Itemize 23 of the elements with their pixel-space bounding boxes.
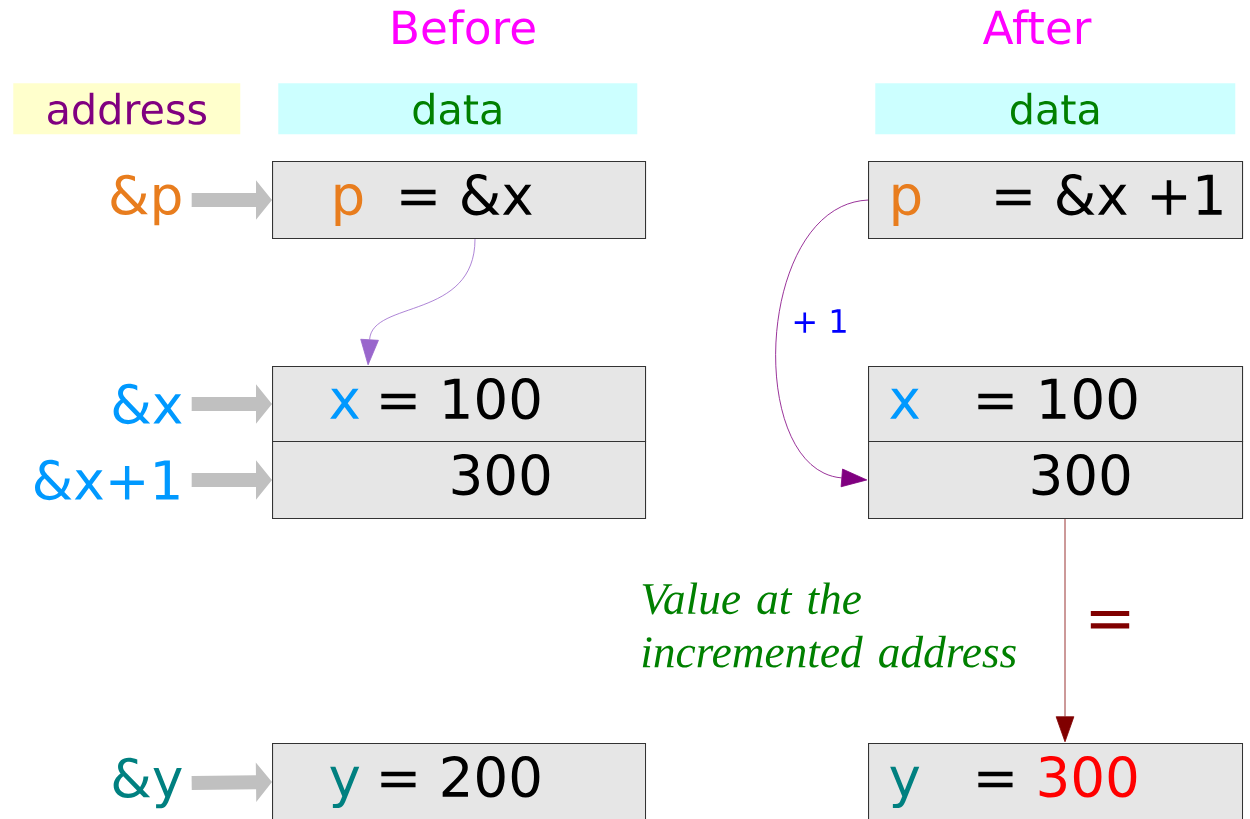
column-heading: Before bbox=[393, 9, 535, 45]
memory-cell: y = 200 bbox=[272, 743, 647, 819]
pointer-arrow bbox=[1055, 518, 1075, 743]
address-label: &x bbox=[113, 383, 182, 425]
edge-label: + 1 bbox=[790, 308, 850, 334]
memory-cell: 300 bbox=[868, 441, 1244, 520]
header-band: data bbox=[278, 83, 638, 135]
header-band: address bbox=[13, 83, 241, 135]
address-label: &p bbox=[111, 174, 181, 226]
memory-cell: p = &x bbox=[272, 161, 647, 240]
edge-label: = bbox=[1083, 609, 1138, 641]
pointer-arrow bbox=[360, 238, 476, 366]
memory-cell: 300 bbox=[272, 441, 647, 520]
memory-cell: x = 100 bbox=[272, 366, 647, 443]
pointer-arrow bbox=[775, 199, 869, 488]
address-label: &y bbox=[113, 757, 182, 809]
memory-cell: x = 100 bbox=[868, 366, 1244, 443]
header-band: data bbox=[875, 83, 1236, 135]
memory-cell: y = 300 bbox=[868, 743, 1244, 819]
note: Value at the incremented address bbox=[642, 582, 1016, 668]
column-heading: After bbox=[982, 9, 1092, 45]
memory-cell: p = &x +1 bbox=[868, 161, 1244, 240]
address-label: &x+1 bbox=[35, 459, 179, 501]
